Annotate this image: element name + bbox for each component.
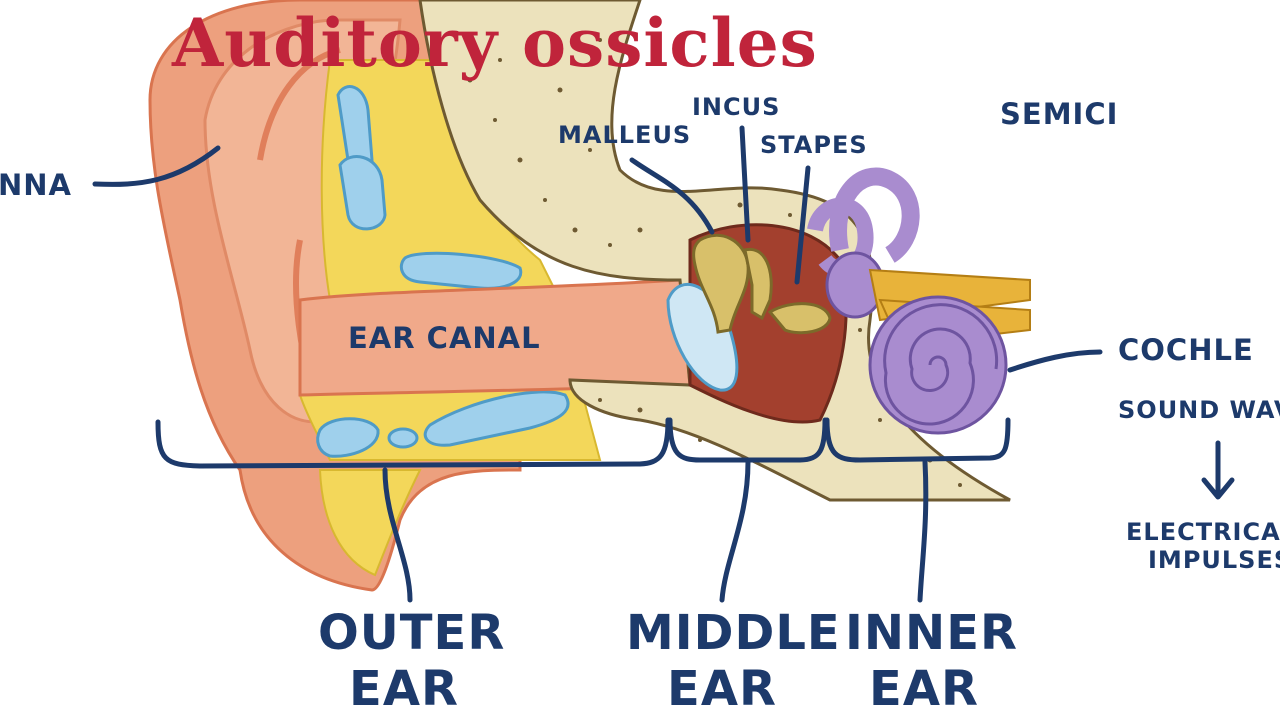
fluid-pockets — [316, 85, 570, 458]
ossicles — [692, 233, 832, 335]
label-pinna: NNA — [0, 168, 72, 202]
label-outer-ear-line2: EAR — [349, 661, 459, 717]
outer-ear-bracket — [155, 417, 671, 469]
label-outer-ear-line1: OUTER — [318, 605, 506, 661]
label-sound-waves: SOUND WAV — [1118, 396, 1280, 424]
label-stapes: STAPES — [760, 131, 868, 159]
down-arrow-icon — [1201, 440, 1235, 500]
diagram-title: Auditory ossicles — [172, 4, 818, 82]
label-malleus: MALLEUS — [558, 121, 692, 149]
outer-ear-pointer — [382, 467, 413, 603]
cochlea-leader — [1007, 349, 1103, 373]
label-inner-ear: INNER EAR — [845, 605, 1018, 717]
label-cochlea: COCHLE — [1118, 333, 1254, 367]
label-inner-ear-line2: EAR — [869, 661, 979, 717]
middle-ear-pointer — [719, 459, 751, 603]
malleus-leader — [629, 157, 715, 235]
stapes-leader — [794, 165, 811, 285]
label-semicircular: SEMICI — [1000, 97, 1119, 131]
inner-ear-bracket — [824, 417, 1011, 463]
label-middle-ear-line2: EAR — [667, 661, 777, 717]
incus-leader — [739, 125, 751, 243]
label-ear-canal: EAR CANAL — [348, 321, 541, 355]
label-inner-ear-line1: INNER — [845, 605, 1018, 661]
label-middle-ear-line1: MIDDLE — [626, 605, 841, 661]
label-outer-ear: OUTER EAR — [318, 605, 506, 717]
label-incus: INCUS — [692, 93, 781, 121]
cochlea — [868, 295, 1008, 435]
middle-ear-bracket — [667, 417, 828, 463]
inner-ear-pointer — [917, 459, 929, 603]
label-electrical-impulses-line2: IMPULSES — [1148, 546, 1280, 574]
label-middle-ear: MIDDLE EAR — [626, 605, 841, 717]
leader-lines — [92, 125, 1103, 603]
pinna-leader — [92, 145, 221, 187]
label-electrical-impulses-line1: ELECTRICA — [1126, 518, 1280, 546]
